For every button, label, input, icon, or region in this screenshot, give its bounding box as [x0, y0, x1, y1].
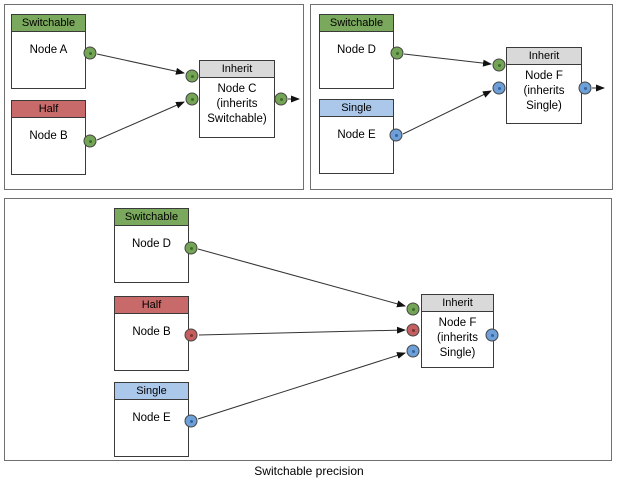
- bottom-node-d-output-port: [184, 241, 198, 255]
- node-d-label: Node D: [337, 44, 376, 56]
- bottom-node-b: Half Node B: [114, 296, 189, 371]
- bottom-node-e-output-port: [184, 414, 198, 428]
- bottom-node-f-body: Node F (inherits Single): [437, 317, 478, 359]
- node-f-output-port: [578, 81, 592, 95]
- panel-bottom: Switchable Node D Half Node B Single Nod…: [4, 198, 612, 461]
- bottom-node-e-label: Node E: [132, 412, 171, 424]
- node-a: Switchable Node A: [11, 14, 86, 89]
- node-b-type-header: Half: [12, 101, 85, 118]
- node-b: Half Node B: [11, 100, 86, 175]
- panel-top-right: Switchable Node D Single Node E Inherit …: [310, 4, 613, 190]
- bottom-node-e-type-header: Single: [115, 383, 188, 400]
- node-f-input-port-1: [492, 58, 506, 72]
- bottom-node-f-output-port: [485, 328, 499, 342]
- node-f-type-header: Inherit: [507, 48, 581, 65]
- bottom-node-b-label: Node B: [132, 326, 171, 338]
- bottom-node-f-input-port-1: [406, 302, 420, 316]
- bottom-node-f-input-port-2: [406, 323, 420, 337]
- node-c-output-port: [274, 92, 288, 106]
- bottom-node-b-type-header: Half: [115, 297, 188, 314]
- node-a-label: Node A: [29, 44, 68, 56]
- node-c-type-header: Inherit: [200, 61, 274, 78]
- diagram-caption: Switchable precision: [254, 464, 364, 478]
- bottom-node-f: Inherit Node F (inherits Single): [421, 294, 494, 368]
- node-e-label: Node E: [337, 129, 376, 141]
- bottom-node-d-label: Node D: [132, 238, 171, 250]
- bottom-node-b-output-port: [184, 328, 198, 342]
- node-b-label: Node B: [29, 130, 68, 142]
- node-e: Single Node E: [319, 99, 394, 174]
- node-e-type-header: Single: [320, 100, 393, 117]
- node-c-body: Node C (inherits Switchable): [207, 83, 267, 125]
- node-d-type-header: Switchable: [320, 15, 393, 32]
- bottom-node-e: Single Node E: [114, 382, 189, 457]
- node-e-output-port: [389, 128, 403, 142]
- node-d: Switchable Node D: [319, 14, 394, 89]
- node-a-output-port: [83, 46, 97, 60]
- node-a-type-header: Switchable: [12, 15, 85, 32]
- bottom-node-f-input-port-3: [406, 344, 420, 358]
- node-b-output-port: [83, 134, 97, 148]
- node-c-input-port-2: [185, 92, 199, 106]
- bottom-node-d-type-header: Switchable: [115, 209, 188, 226]
- node-c: Inherit Node C (inherits Switchable): [199, 60, 275, 138]
- node-f-input-port-2: [492, 81, 506, 95]
- bottom-node-d: Switchable Node D: [114, 208, 189, 283]
- node-f: Inherit Node F (inherits Single): [506, 47, 582, 124]
- bottom-node-f-type-header: Inherit: [422, 295, 493, 312]
- node-c-input-port-1: [185, 69, 199, 83]
- node-d-output-port: [390, 46, 404, 60]
- panel-top-left: Switchable Node A Half Node B Inherit No…: [4, 4, 304, 190]
- node-f-body: Node F (inherits Single): [523, 70, 565, 112]
